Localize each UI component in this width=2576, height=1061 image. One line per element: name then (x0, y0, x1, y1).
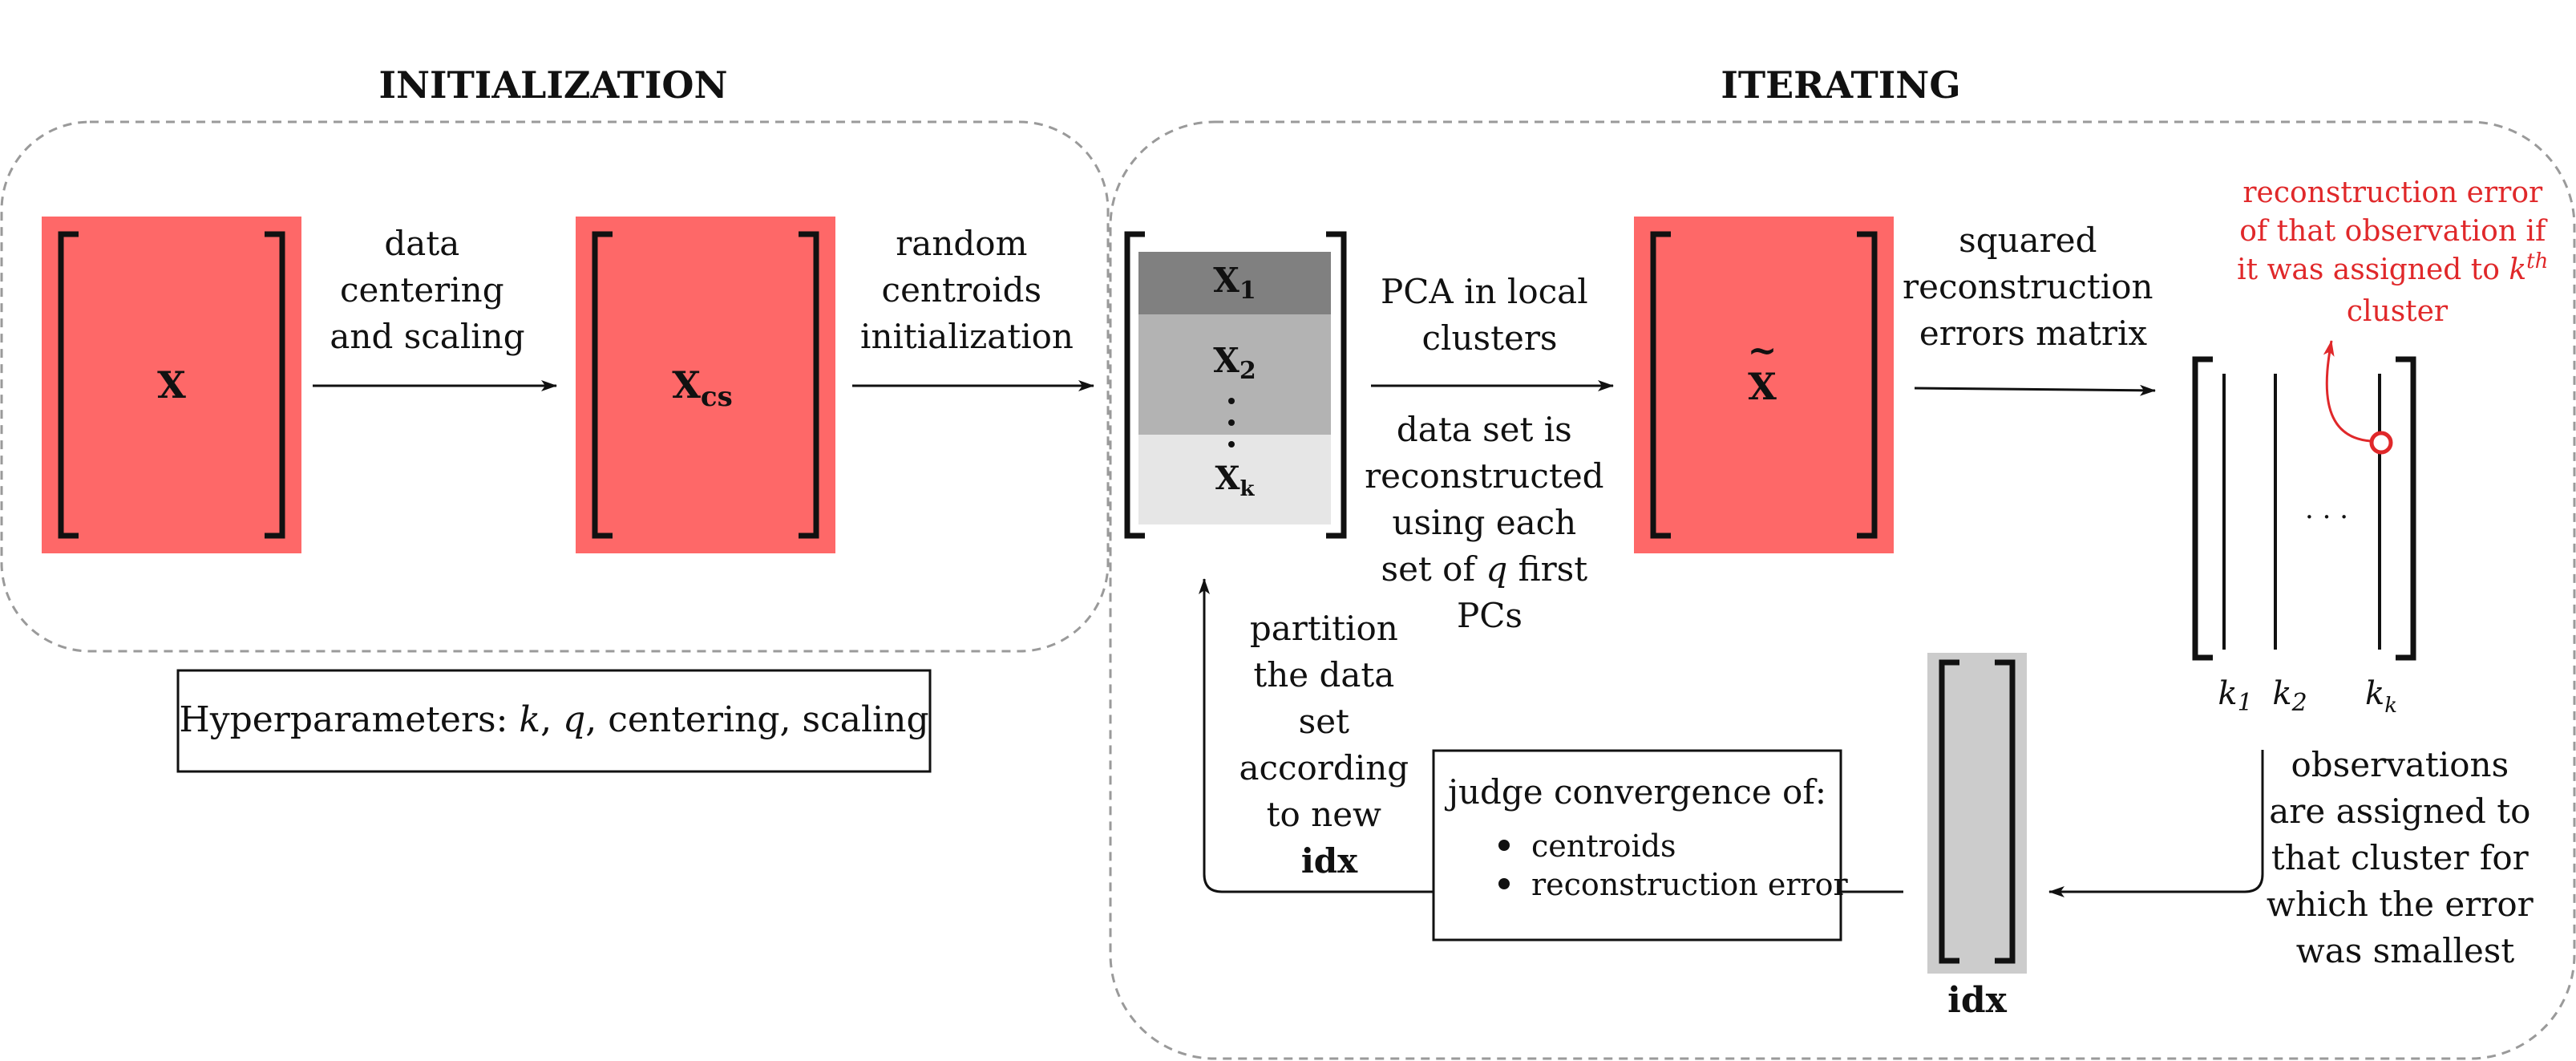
initialization-title: INITIALIZATION (378, 63, 727, 107)
block-x1-label: X1 (1213, 261, 1256, 305)
matrix-x-tilde-label: X (1748, 365, 1777, 408)
initialization-container (0, 120, 1110, 653)
vertical-dot (1228, 398, 1235, 404)
block-x2-label: X2 (1213, 341, 1256, 385)
hyperparameters-text: Hyperparameters: k, q, centering, scalin… (179, 699, 928, 740)
iterating-container (1109, 120, 2576, 1060)
block-xk-label: Xk (1215, 460, 1255, 501)
reconstructed-label: data set is reconstructed using each set… (1365, 410, 1615, 635)
vertical-dot (1228, 419, 1235, 426)
centering-label: data centering and scaling (330, 224, 524, 356)
idx-label: idx (1947, 980, 2007, 1021)
matrix-xcs: Xcs (576, 217, 835, 553)
highlighted-observation-marker (2369, 431, 2393, 455)
column-k2-label: k2 (2272, 675, 2307, 717)
matrix-x-label: X (157, 363, 186, 407)
tilde-mark: ~ (1748, 330, 1777, 371)
column-kk-label: kk (2365, 675, 2397, 718)
iterating-title: ITERATING (1721, 63, 1960, 107)
arrow-squared-errors (1914, 384, 2156, 396)
pca-label: PCA in local clusters (1381, 272, 1599, 358)
bullet (1498, 840, 1510, 851)
block-xk (1138, 435, 1331, 524)
red-annotation-arrow (2323, 340, 2372, 443)
arrow-assign (2048, 750, 2264, 897)
reconstruction-error-note: reconstruction error of that observation… (2237, 176, 2558, 328)
column-k1-label: k1 (2218, 675, 2252, 717)
cluster-blocks-matrix: X1 X2 Xk (1124, 231, 1347, 539)
judge-item-reconstruction-error: reconstruction error (1531, 867, 1849, 902)
arrow-partition (1199, 578, 1434, 893)
squared-errors-label: squared reconstruction errors matrix (1903, 221, 2164, 353)
partition-label: partition the data set according to new … (1239, 609, 1419, 881)
block-x1 (1138, 252, 1331, 314)
hyperparameters-box (176, 669, 932, 773)
block-x2 (1138, 314, 1331, 435)
matrix-x-tilde: ~ X (1634, 217, 1894, 553)
matrix-x: X (42, 217, 301, 553)
bullet (1498, 878, 1510, 889)
observations-assigned-label: observations are assigned to that cluste… (2267, 745, 2544, 970)
random-centroids-label: random centroids initialization (860, 224, 1074, 356)
judge-item-centroids: centroids (1531, 828, 1676, 864)
vertical-dot (1228, 441, 1235, 447)
matrix-xcs-label: Xcs (672, 363, 733, 413)
column-ellipsis: · · · (2305, 501, 2348, 533)
idx-vector (1927, 653, 2027, 974)
reconstruction-error-matrix: · · · (2192, 356, 2416, 661)
judge-convergence-title: judge convergence of: (1444, 772, 1826, 812)
